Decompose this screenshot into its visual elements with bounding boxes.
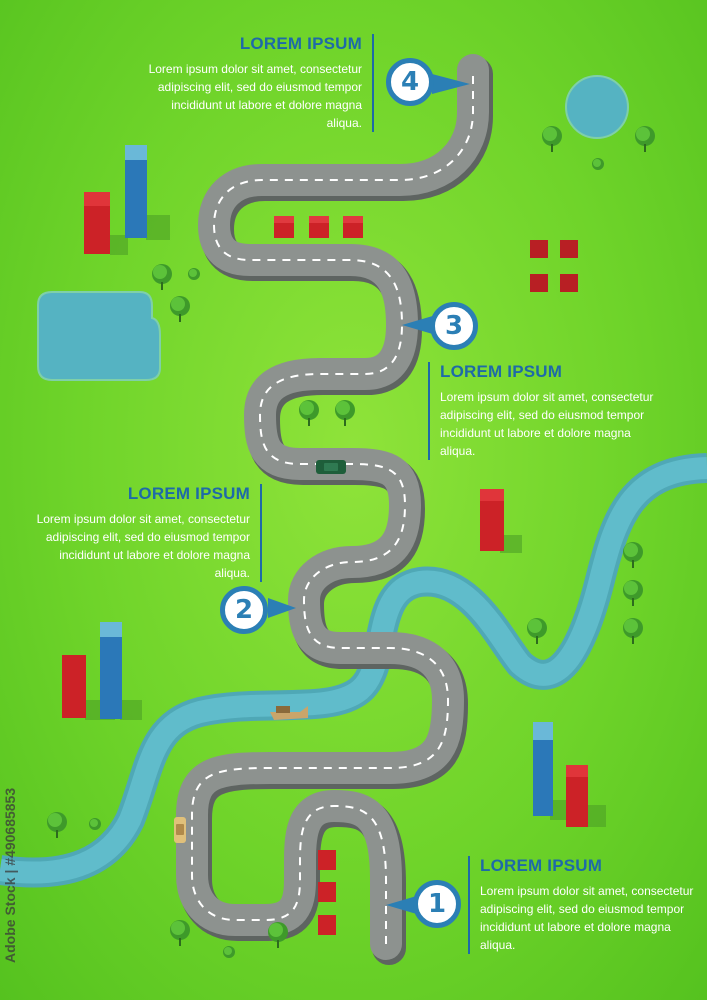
houses-bottom-column (318, 850, 336, 935)
houses-grid-right (530, 240, 578, 292)
step-marker-4[interactable]: 4 (386, 58, 434, 106)
houses-top-row (274, 216, 363, 238)
step-title: LOREM IPSUM (239, 34, 362, 53)
step-title: LOREM IPSUM (480, 856, 603, 875)
marker-1-pointer (386, 895, 420, 915)
boat (270, 706, 308, 720)
marker-4-pointer (432, 74, 470, 94)
step-title: LOREM IPSUM (127, 484, 250, 503)
river-surface (0, 457, 707, 884)
pond-top-right (565, 75, 629, 139)
step-marker-2[interactable]: 2 (220, 586, 268, 634)
building-group-right-mid (480, 489, 522, 553)
step-info-2: LOREM IPSUM Lorem ipsum dolor sit amet, … (30, 484, 262, 582)
road-center-line (191, 70, 474, 944)
car-yellow (174, 817, 186, 843)
step-info-1: LOREM IPSUM Lorem ipsum dolor sit amet, … (468, 856, 700, 954)
step-description: Lorem ipsum dolor sit amet, consectetur … (36, 512, 250, 580)
marker-2-pointer (268, 598, 296, 618)
marker-3-pointer (402, 315, 436, 335)
trees (47, 126, 655, 958)
step-description: Lorem ipsum dolor sit amet, consectetur … (148, 62, 362, 130)
building-group-top-left (84, 145, 170, 255)
pond-left (37, 291, 161, 381)
step-info-4: LOREM IPSUM Lorem ipsum dolor sit amet, … (142, 34, 374, 132)
stock-watermark: Adobe Stock | #490685853 (2, 787, 18, 963)
step-marker-1[interactable]: 1 (413, 880, 461, 928)
step-title: LOREM IPSUM (440, 362, 563, 381)
step-marker-3[interactable]: 3 (430, 302, 478, 350)
building-group-bottom-right (533, 722, 606, 827)
step-description: Lorem ipsum dolor sit amet, consectetur … (480, 884, 694, 952)
car-green (316, 460, 346, 474)
building-group-mid-left (62, 622, 142, 720)
step-info-3: LOREM IPSUM Lorem ipsum dolor sit amet, … (428, 362, 660, 460)
step-description: Lorem ipsum dolor sit amet, consectetur … (440, 390, 654, 458)
